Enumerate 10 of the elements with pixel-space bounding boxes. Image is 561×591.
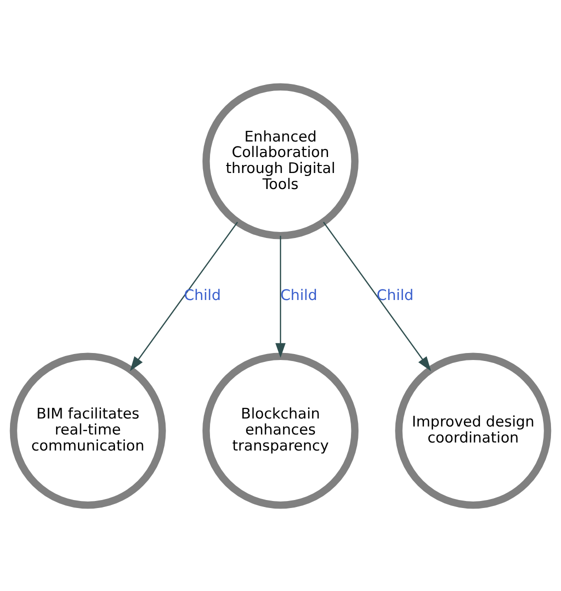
arrow <box>275 235 286 358</box>
node-circle: BIM facilitates real-time communication <box>10 352 166 508</box>
node-circle: Blockchain enhances transparency <box>202 352 359 508</box>
arrow <box>130 221 238 371</box>
arrow <box>323 221 432 371</box>
node-circle: Enhanced Collaboration through Digital Tools <box>202 82 359 239</box>
node-circle: Improved design coordination <box>395 352 552 508</box>
edge-label: Child <box>184 286 221 304</box>
edge-label: Child <box>280 286 318 304</box>
edge-label: Child <box>376 286 414 304</box>
